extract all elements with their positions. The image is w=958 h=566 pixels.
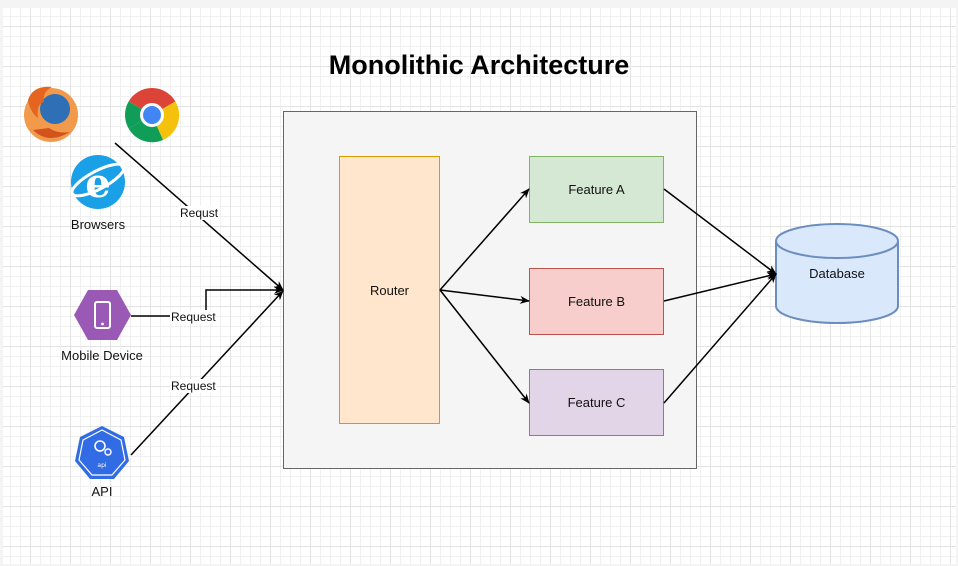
mobile-device-label: Mobile Device xyxy=(61,348,143,363)
edge-router-feature-a xyxy=(439,188,530,291)
api-gear-icon[interactable]: api xyxy=(75,426,129,479)
edge-mobile-router xyxy=(131,286,284,317)
internet-explorer-icon[interactable]: e xyxy=(68,155,128,209)
feature-b-box[interactable]: Feature B xyxy=(529,268,664,335)
database-label: Database xyxy=(809,266,865,281)
mobile-phone-icon[interactable] xyxy=(74,290,131,340)
feature-a-box[interactable]: Feature A xyxy=(529,156,664,223)
diagram-title: Monolithic Architecture xyxy=(328,50,630,80)
database-cylinder-icon[interactable] xyxy=(775,223,899,324)
feature-c-box[interactable]: Feature C xyxy=(529,369,664,436)
api-label: API xyxy=(91,484,113,499)
edge-label-api: Request xyxy=(170,379,217,393)
edge-router-feature-b xyxy=(439,289,530,304)
edge-api-router xyxy=(130,290,284,456)
api-badge-text: api xyxy=(97,462,106,469)
router-box[interactable]: Router xyxy=(339,156,440,424)
edge-label-browsers: Requst xyxy=(179,206,220,220)
chrome-icon[interactable] xyxy=(125,88,180,143)
edge-router-feature-c xyxy=(439,289,530,404)
edge-feature-b-database xyxy=(663,272,777,302)
edge-feature-a-database xyxy=(663,188,777,275)
firefox-icon[interactable] xyxy=(24,86,78,142)
edge-label-mobile: Request xyxy=(170,310,217,324)
edge-feature-c-database xyxy=(663,273,777,404)
browsers-label: Browsers xyxy=(70,217,126,232)
